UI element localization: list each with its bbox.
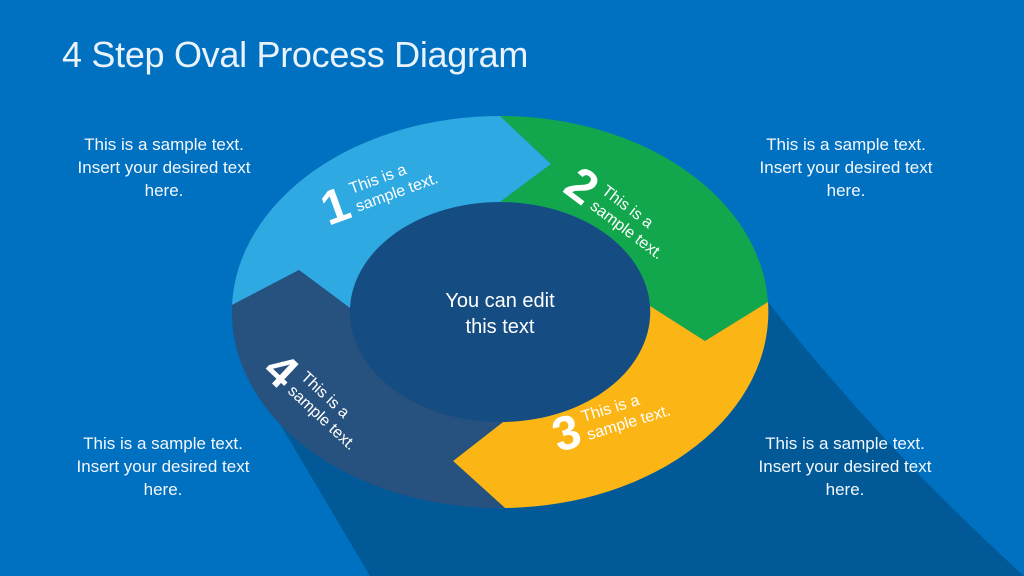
step-4-segment xyxy=(231,270,505,509)
corner-note-bottom-left: This is a sample text. Insert your desir… xyxy=(76,434,250,499)
corner-note-top-left: This is a sample text. Insert your desir… xyxy=(77,135,251,200)
center-ellipse xyxy=(349,202,651,424)
step-3-segment xyxy=(453,302,769,508)
center-label: You can edit this text xyxy=(445,290,555,338)
slide-title: 4 Step Oval Process Diagram xyxy=(62,34,529,75)
corner-note-bottom-right: This is a sample text. Insert your desir… xyxy=(758,434,932,499)
step-1-segment xyxy=(232,115,551,308)
corner-note-top-right: This is a sample text. Insert your desir… xyxy=(759,135,933,200)
step-2-segment xyxy=(500,115,768,341)
